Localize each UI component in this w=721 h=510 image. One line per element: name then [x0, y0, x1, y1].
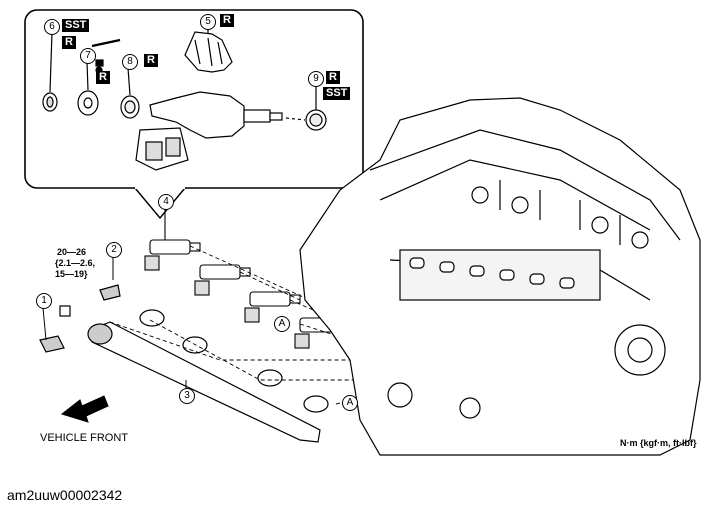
replace-tag-7b: R: [96, 71, 110, 84]
callout-6: 6: [44, 19, 60, 35]
vehicle-front-arrow: [60, 395, 109, 423]
torque-line-3: 15—19}: [55, 269, 88, 279]
engine-block: [299, 97, 701, 456]
figure-id: am2uuw00002342: [7, 487, 123, 503]
sst-tag-9: SST: [323, 87, 351, 100]
callout-3: 3: [179, 388, 195, 404]
replace-tag-7: R: [62, 36, 76, 49]
callout-4: 4: [158, 194, 174, 210]
torque-line-1: 20—26: [57, 247, 87, 257]
callout-5: 5: [200, 14, 216, 30]
exploded-diagram: [24, 9, 701, 456]
callout-2: 2: [106, 242, 122, 258]
callout-9: 9: [308, 71, 324, 87]
replace-tag-9: R: [326, 71, 340, 84]
ref-mark-a-lower: A: [342, 395, 358, 411]
callout-7: 7: [80, 48, 96, 64]
torque-units-label: N·m {kgf·m, ft·lbf}: [620, 438, 697, 448]
sst-tag-6: SST: [62, 19, 90, 32]
replace-tag-8: R: [144, 54, 158, 67]
vehicle-front-label: VEHICLE FRONT: [40, 432, 129, 444]
torque-line-2: {2.1—2.6,: [55, 258, 96, 268]
ref-mark-a-upper: A: [274, 316, 290, 332]
inset-parts: [42, 28, 327, 171]
replace-tag-5: R: [220, 14, 234, 27]
diagram-artwork: [24, 9, 701, 456]
callout-8: 8: [122, 54, 138, 70]
callout-1: 1: [36, 293, 52, 309]
